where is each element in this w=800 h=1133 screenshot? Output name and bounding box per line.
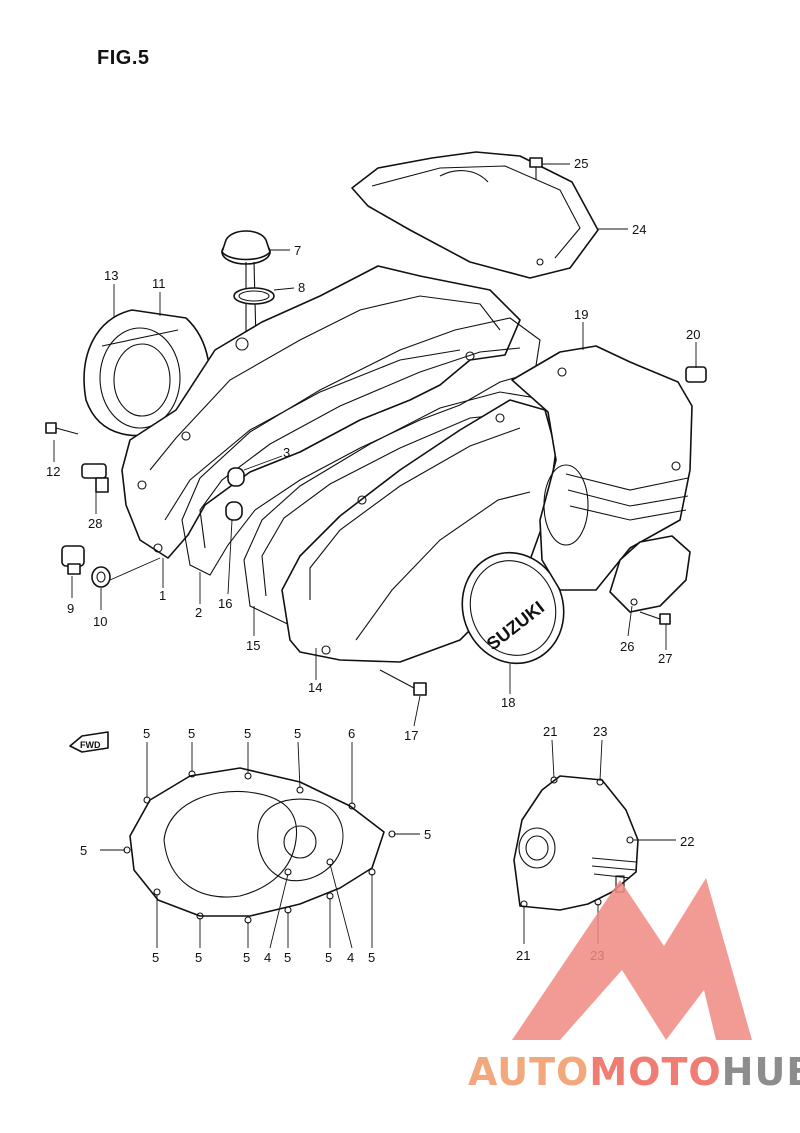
sprocket-cover-part bbox=[513, 775, 639, 911]
sprocket-leader-lines bbox=[523, 739, 676, 944]
callout-gasket-4a: 4 bbox=[264, 950, 271, 965]
callout-16: 16 bbox=[218, 596, 232, 611]
switch-28-part bbox=[81, 463, 109, 493]
callout-18: 18 bbox=[501, 695, 515, 710]
callout-13: 13 bbox=[104, 268, 118, 283]
drain-plug-9-part bbox=[61, 545, 85, 575]
callout-gasket-4b: 4 bbox=[347, 950, 354, 965]
fwd-arrow-icon: FWD bbox=[69, 731, 109, 753]
watermark-part-auto: AUTO bbox=[468, 1050, 590, 1094]
callout-gasket-5d: 5 bbox=[294, 726, 301, 741]
callout-3: 3 bbox=[283, 445, 290, 460]
callout-25: 25 bbox=[574, 156, 588, 171]
callout-sprocket-23a: 23 bbox=[593, 724, 607, 739]
callout-gasket-5h: 5 bbox=[195, 950, 202, 965]
generator-cover-19-part bbox=[511, 345, 693, 591]
cover-26-part bbox=[609, 535, 691, 613]
callout-24: 24 bbox=[632, 222, 646, 237]
callout-15: 15 bbox=[246, 638, 260, 653]
watermark-brand-text: AUTOMOTOHUB bbox=[468, 1050, 800, 1094]
callout-gasket-5i: 5 bbox=[243, 950, 250, 965]
plug-20-part bbox=[685, 366, 707, 383]
callout-9: 9 bbox=[67, 601, 74, 616]
callout-26: 26 bbox=[620, 639, 634, 654]
callout-gasket-5c: 5 bbox=[244, 726, 251, 741]
watermark-part-moto: MOTO bbox=[589, 1050, 722, 1094]
callout-2: 2 bbox=[195, 605, 202, 620]
callout-11: 11 bbox=[152, 276, 166, 291]
clutch-pusher-cover-part bbox=[83, 309, 211, 437]
fwd-label: FWD bbox=[80, 740, 101, 750]
round-cover-18-part: SUZUKI bbox=[461, 551, 565, 665]
callout-gasket-5k: 5 bbox=[325, 950, 332, 965]
callout-28: 28 bbox=[88, 516, 102, 531]
callout-gasket-5g: 5 bbox=[152, 950, 159, 965]
dowel-pin-part bbox=[225, 467, 245, 521]
callout-sprocket-22: 22 bbox=[680, 834, 694, 849]
callout-gasket-6: 6 bbox=[348, 726, 355, 741]
callout-1: 1 bbox=[159, 588, 166, 603]
callout-sprocket-21b: 21 bbox=[516, 948, 530, 963]
washer-10-part bbox=[91, 566, 111, 588]
watermark-logo-icon bbox=[512, 878, 752, 1040]
figure-title: FIG.5 bbox=[97, 47, 150, 69]
callout-gasket-5b: 5 bbox=[188, 726, 195, 741]
callout-20: 20 bbox=[686, 327, 700, 342]
callout-7: 7 bbox=[294, 243, 301, 258]
callout-gasket-5e: 5 bbox=[424, 827, 431, 842]
callout-sprocket-21a: 21 bbox=[543, 724, 557, 739]
bolt-25-part bbox=[529, 157, 543, 180]
callout-19: 19 bbox=[574, 307, 588, 322]
callout-12: 12 bbox=[46, 464, 60, 479]
callout-27: 27 bbox=[658, 651, 672, 666]
callout-gasket-5l: 5 bbox=[368, 950, 375, 965]
o-ring-part bbox=[233, 287, 275, 305]
top-cover-part bbox=[351, 151, 599, 279]
gasket-sheet-part bbox=[123, 767, 396, 924]
watermark-part-hub: HUB bbox=[721, 1050, 800, 1094]
gasket-leader-lines bbox=[100, 741, 420, 949]
callout-gasket-5a: 5 bbox=[143, 726, 150, 741]
callout-10: 10 bbox=[93, 614, 107, 629]
callout-17: 17 bbox=[404, 728, 418, 743]
bolt-17-part bbox=[379, 669, 427, 696]
callout-14: 14 bbox=[308, 680, 322, 695]
bolt-12-part bbox=[45, 422, 79, 435]
bolt-27-part bbox=[639, 611, 671, 625]
callout-8: 8 bbox=[298, 280, 305, 295]
callout-gasket-5j: 5 bbox=[284, 950, 291, 965]
callout-gasket-5f: 5 bbox=[80, 843, 87, 858]
leader-lines bbox=[53, 163, 697, 727]
